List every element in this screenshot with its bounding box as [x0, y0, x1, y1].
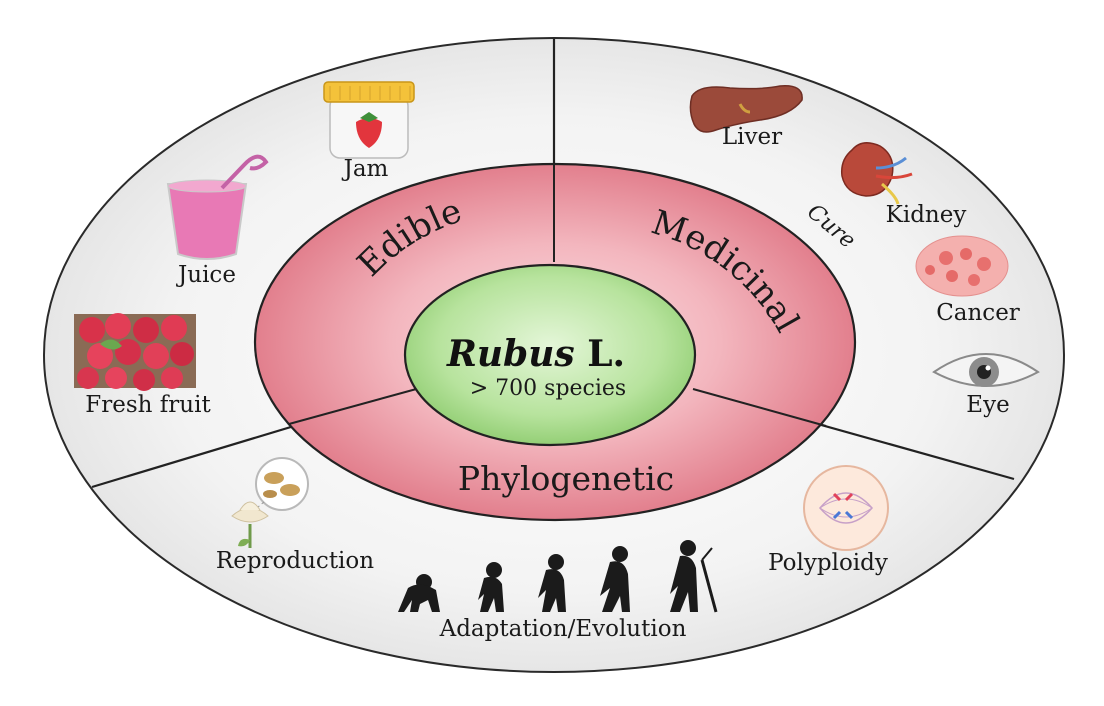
label-juice: Juice [176, 262, 236, 288]
juice-icon [166, 154, 269, 260]
label-eye: Eye [966, 392, 1009, 418]
evolution-icon [398, 540, 718, 613]
polyploidy-icon [803, 465, 889, 551]
eye-icon [932, 353, 1040, 387]
label-adaptation-evolution: Adaptation/Evolution [439, 616, 687, 642]
reproduction-icon [231, 457, 309, 548]
center-subtitle: > 700 species [470, 376, 626, 401]
liver-icon [689, 85, 803, 133]
label-kidney: Kidney [886, 202, 967, 228]
label-liver: Liver [722, 124, 782, 150]
ring-divider-right [692, 388, 827, 427]
kidney-icon [840, 142, 913, 205]
ring-divider-left [288, 387, 421, 425]
label-jam: Jam [342, 156, 389, 182]
cancer-icon [915, 235, 1009, 297]
jam-icon [323, 81, 415, 159]
label-fresh-fruit: Fresh fruit [85, 392, 211, 418]
label-polyploidy: Polyploidy [768, 550, 888, 576]
center-circle [403, 263, 697, 447]
center-title: Rubus L. [446, 333, 625, 375]
label-reproduction: Reproduction [216, 548, 374, 574]
fresh-fruit-icon [74, 313, 196, 391]
section-phylogenetic: Phylogenetic [458, 459, 674, 498]
label-cancer: Cancer [936, 300, 1020, 326]
